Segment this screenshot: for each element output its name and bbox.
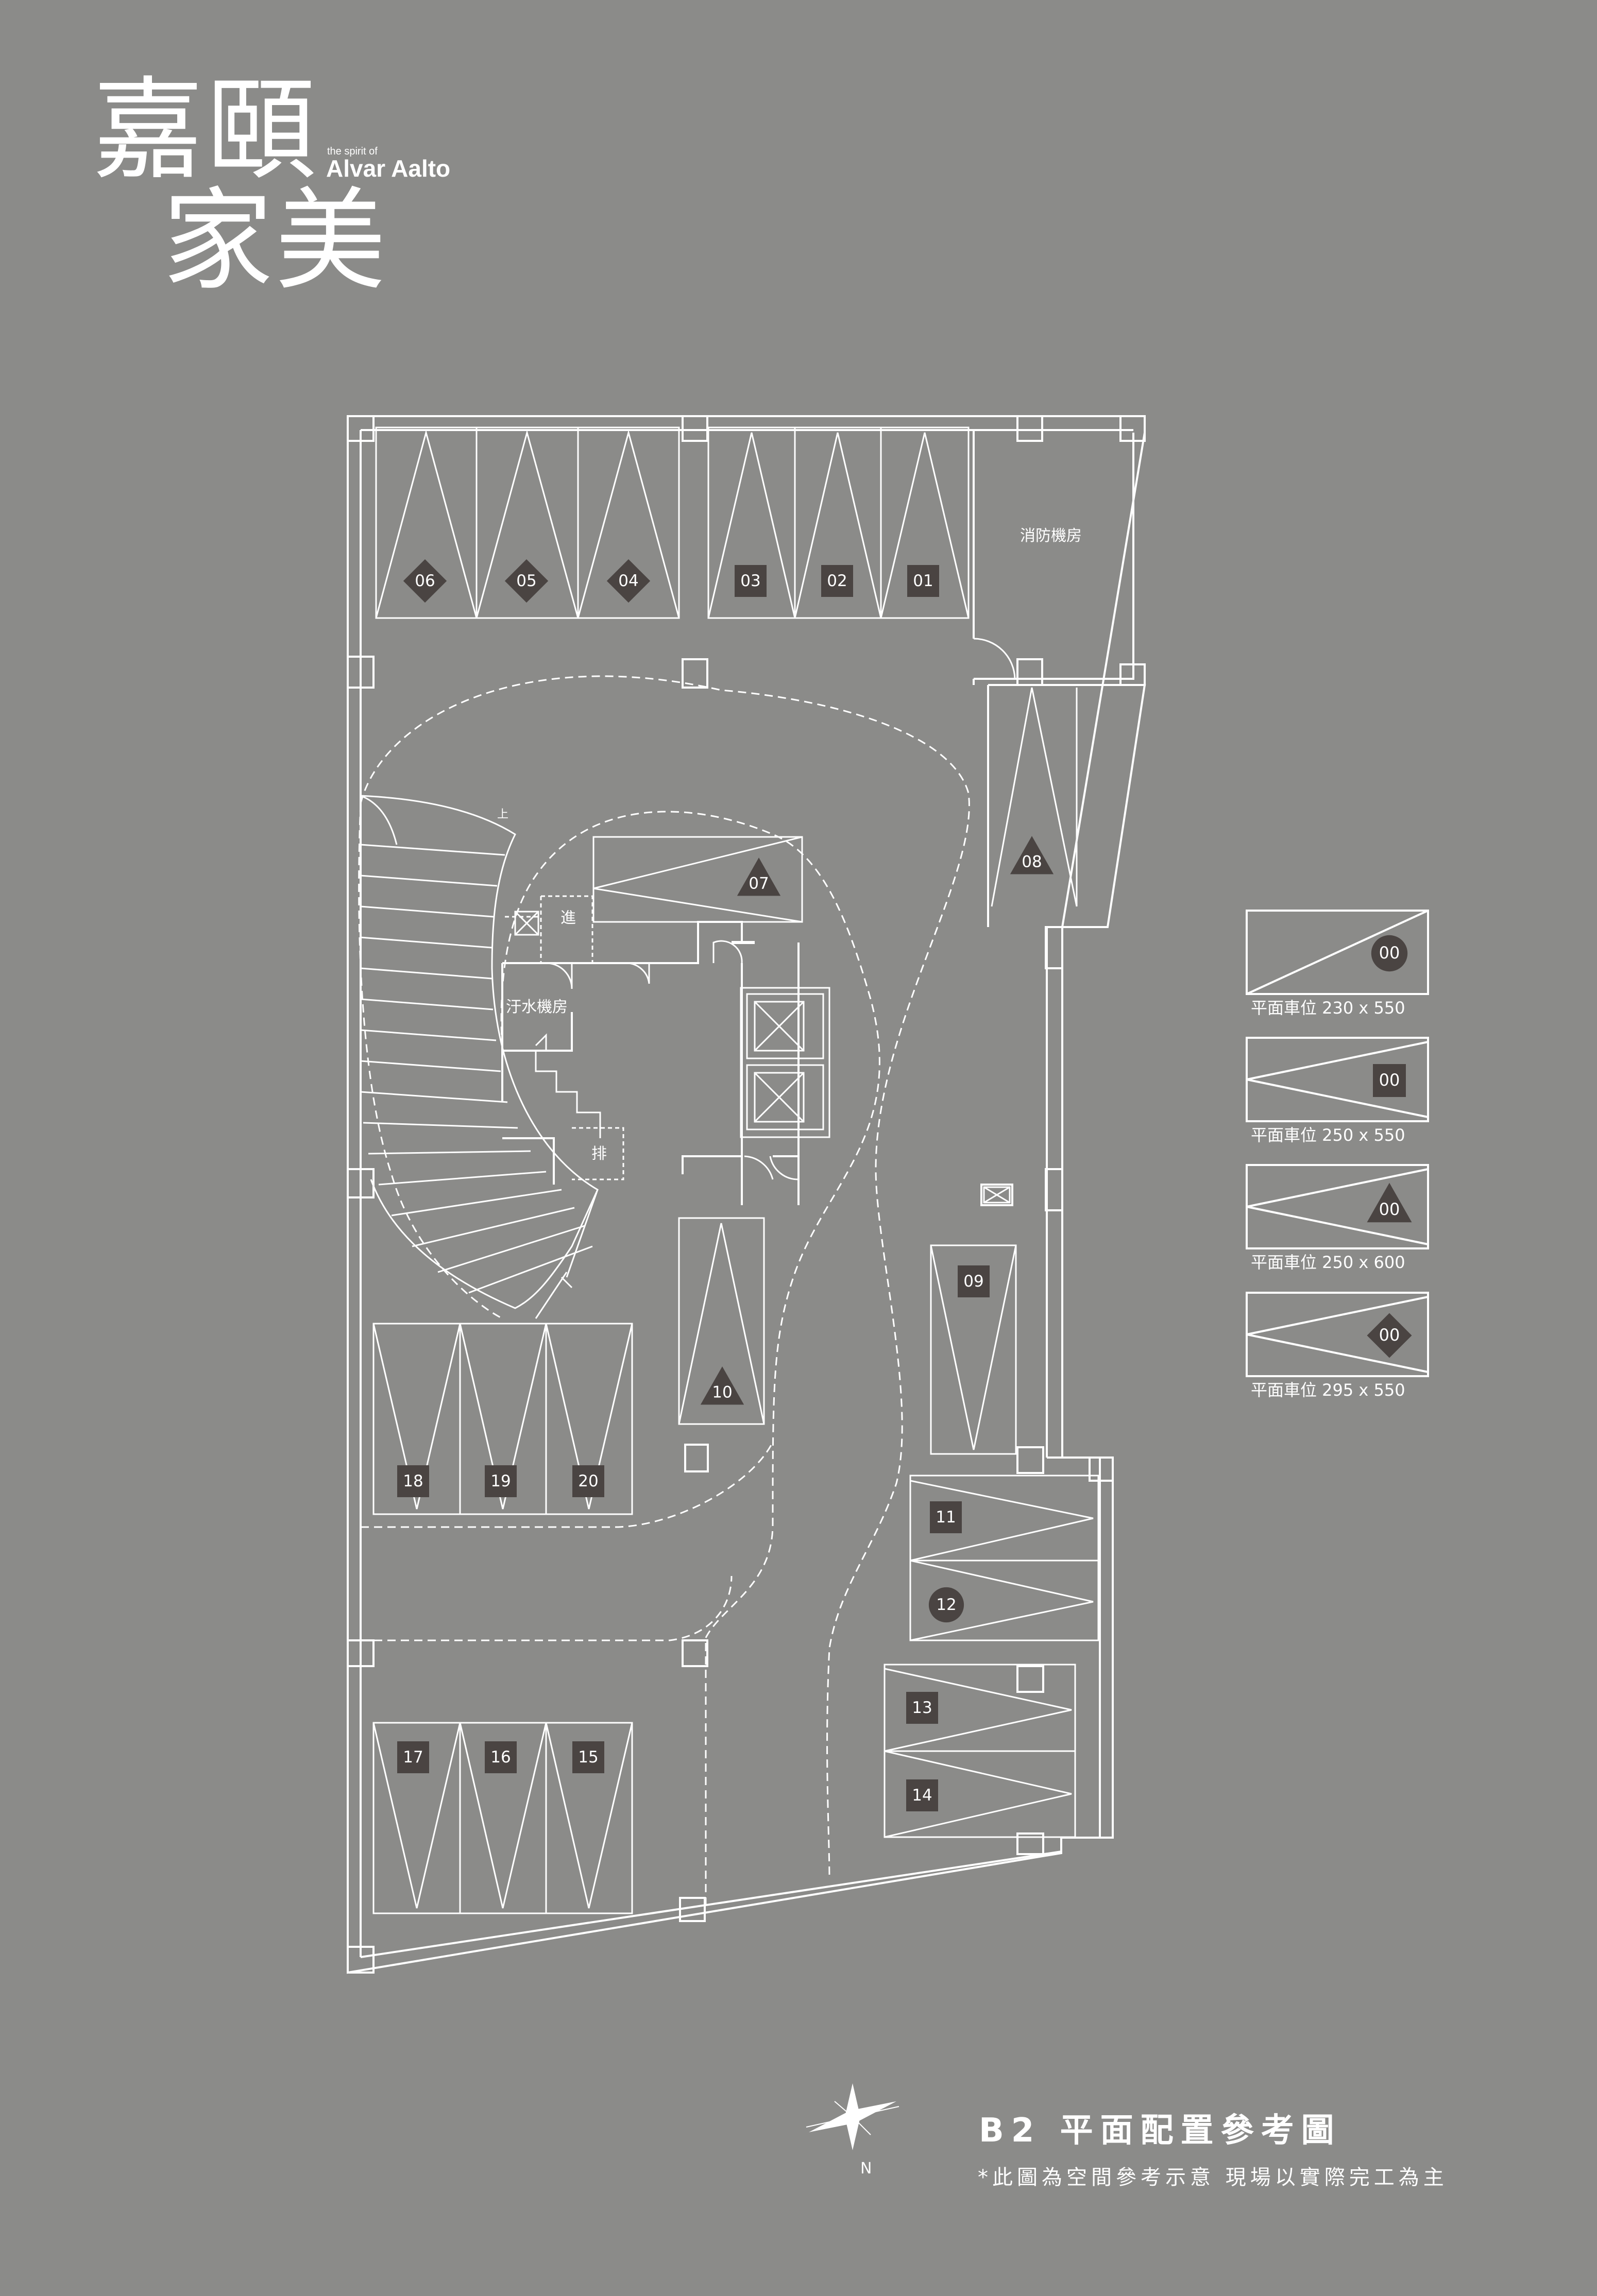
- parking-space-03-code: 03: [740, 572, 760, 590]
- parking-space-02-marker: [821, 565, 853, 597]
- parking-space-16-code: 16: [490, 1748, 511, 1767]
- parking-space-06-marker: [403, 559, 447, 603]
- north-label: N: [860, 2160, 872, 2178]
- parking-space-02-code: 02: [827, 572, 847, 590]
- legend-circle-code: 00: [1379, 943, 1400, 963]
- parking-space-14-code: 14: [912, 1786, 932, 1805]
- parking-space-19-code: 19: [490, 1472, 511, 1490]
- parking-space-03-marker: [735, 565, 767, 597]
- parking-space-04-marker: [606, 559, 651, 603]
- brand-name-line1: 嘉頤: [93, 65, 318, 195]
- parking-space-15-marker: [572, 1741, 604, 1773]
- parking-space-04-code: 04: [618, 572, 638, 590]
- parking-space-10-code: 10: [712, 1383, 732, 1402]
- parking-space-09-marker: [958, 1265, 990, 1297]
- fire-room-label: 消防機房: [1020, 527, 1082, 545]
- legend-box: [1246, 910, 1429, 995]
- legend-label: 平面車位 250 x 550: [1251, 1125, 1405, 1145]
- legend-label: 平面車位 250 x 600: [1251, 1253, 1405, 1272]
- parking-space-20-code: 20: [578, 1472, 598, 1490]
- elevator-2: [746, 1064, 824, 1130]
- legend-circle-marker: [1371, 935, 1408, 972]
- building-outline: [347, 415, 1146, 1974]
- inlet-label: 進: [560, 909, 576, 927]
- fire-room-outline: [973, 430, 1134, 685]
- legend-triangle-marker: [1367, 1183, 1412, 1223]
- ramp-up-label: 上: [497, 808, 508, 821]
- parking-space-11-code: 11: [936, 1508, 956, 1527]
- parking-space-07-code: 07: [749, 875, 769, 893]
- parking-space-09-code: 09: [963, 1272, 983, 1291]
- elevator-1: [746, 993, 824, 1059]
- brand-name-line2: 家美: [162, 176, 388, 305]
- parking-space-07-marker: [737, 858, 781, 896]
- parking-space-13-code: 13: [912, 1699, 932, 1717]
- parking-space-16-marker: [485, 1741, 517, 1773]
- legend-triangle-code: 00: [1379, 1200, 1400, 1219]
- parking-space-06-code: 06: [415, 572, 435, 590]
- parking-space-13-marker: [906, 1692, 938, 1724]
- parking-space-17-code: 17: [403, 1748, 423, 1767]
- parking-space-14-marker: [906, 1779, 938, 1811]
- brand-tagline: Alvar Aalto: [326, 155, 451, 182]
- parking-space-01-code: 01: [913, 572, 933, 590]
- parking-space-05-marker: [504, 559, 549, 603]
- plan-note: *此圖為空間參考示意 現場以實際完工為主: [978, 2166, 1448, 2189]
- brand-tagline-small: the spirit of: [327, 146, 378, 157]
- legend-diamond-marker: [1367, 1313, 1412, 1358]
- legend-diagonal: [1246, 1296, 1429, 1373]
- parking-space-12-code: 12: [936, 1596, 956, 1614]
- legend-diagonal: [1246, 1168, 1429, 1245]
- parking-space-08-marker: [1010, 836, 1054, 875]
- core-walls: [502, 921, 800, 1205]
- plan-title: B2 平面配置參考圖: [979, 2112, 1341, 2150]
- ramp-outer-path: [360, 675, 970, 1880]
- parking-space-18-marker: [397, 1465, 429, 1497]
- parking-space-17-marker: [397, 1741, 429, 1773]
- parking-space-08-code: 08: [1022, 853, 1042, 871]
- legend-diagonal: [1246, 1041, 1429, 1118]
- legend-square-code: 00: [1379, 1070, 1400, 1090]
- legend-square-marker: [1373, 1064, 1406, 1097]
- legend-label: 平面車位 230 x 550: [1251, 998, 1405, 1018]
- parking-space-20-marker: [572, 1465, 604, 1497]
- legend-diagonal: [1246, 910, 1429, 995]
- parking-space-15-code: 15: [578, 1748, 598, 1767]
- parking-space-12-marker: [928, 1587, 964, 1623]
- spiral-ramp-outer: [360, 795, 599, 1309]
- north-arrow-icon: N: [806, 2083, 899, 2178]
- parking-space-19-marker: [485, 1465, 517, 1497]
- exhaust-label: 排: [591, 1145, 607, 1163]
- parking-space-18-code: 18: [403, 1472, 423, 1490]
- legend-diamond-code: 00: [1379, 1325, 1400, 1345]
- parking-space-11-marker: [930, 1501, 962, 1533]
- sewage-room-label: 汙水機房: [506, 998, 568, 1016]
- parking-space-05-code: 05: [516, 572, 536, 590]
- legend-label: 平面車位 295 x 550: [1251, 1380, 1405, 1400]
- parking-space-10-marker: [700, 1366, 744, 1405]
- parking-space-01-marker: [907, 565, 939, 597]
